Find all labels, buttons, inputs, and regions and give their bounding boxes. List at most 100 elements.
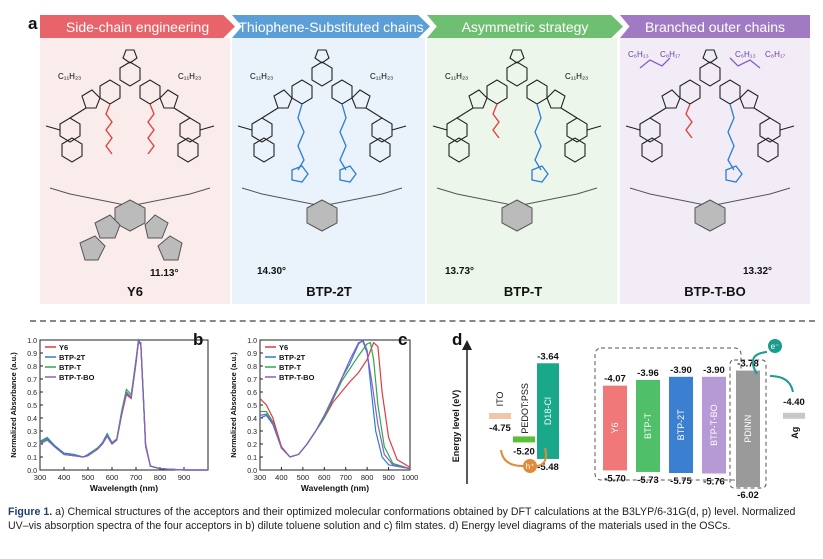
electron-label: e⁻ — [771, 342, 780, 351]
hole-label: h⁺ — [526, 462, 535, 471]
pdinn-group-box — [729, 359, 767, 489]
x-tick-label: 400 — [275, 473, 288, 482]
y-tick-label: 0.2 — [247, 442, 257, 449]
homo-label-ito: -4.75 — [489, 423, 511, 434]
homo-label-btp-t: -5.73 — [637, 475, 659, 486]
x-tick-label: 800 — [361, 473, 374, 482]
banner-thiophene: Thiophene-Substituted chains — [232, 15, 430, 38]
energy-bar-y6 — [603, 385, 627, 471]
homo-label-pdinn: -6.02 — [737, 490, 759, 501]
energy-bar-ito — [489, 413, 511, 419]
lumo-label-btp-t: -3.96 — [637, 368, 659, 379]
homo-label-ag: -4.40 — [783, 397, 805, 408]
energy-bar-pedot-pss — [513, 436, 535, 443]
panel-b-letter: b — [193, 330, 204, 349]
chain-label-btptbo-right: C₆H₁₃ — [735, 50, 756, 59]
y-tick-label: 0.3 — [247, 429, 257, 436]
material-name-btp-t-bo: BTP-T-BO — [709, 404, 719, 446]
y-tick-label: 0.7 — [247, 377, 257, 384]
y-tick-label: 0.1 — [247, 455, 257, 462]
column-btp-t-bo — [620, 38, 810, 304]
x-tick-label: 700 — [339, 473, 352, 482]
chain-label-y6-right: C₁₁H₂₃ — [178, 72, 202, 81]
hole-circle — [523, 459, 537, 473]
y-tick-label: 0.0 — [27, 468, 37, 475]
legend-label: Y6 — [59, 343, 68, 352]
y-tick-label: 0.2 — [27, 442, 37, 449]
legend-label: BTP-2T — [279, 353, 306, 362]
legend-label: BTP-T — [59, 363, 81, 372]
panel-d-letter: d — [452, 330, 463, 349]
banner-branched: Branched outer chains — [620, 15, 810, 38]
y-tick-label: 0.0 — [247, 468, 257, 475]
homo-label-d18-cl: -5.48 — [537, 462, 559, 473]
y-tick-label: 1.0 — [27, 338, 37, 345]
banner-asymmetric: Asymmetric strategy — [427, 15, 623, 38]
x-tick-label: 300 — [254, 473, 267, 482]
legend-label: BTP-T — [279, 363, 301, 372]
molecule-name-btp-2t: BTP-2T — [306, 284, 352, 299]
homo-label-btp-2t: -5.75 — [670, 476, 692, 487]
x-tick-label: 600 — [318, 473, 331, 482]
column-btp-t — [427, 38, 617, 304]
y-tick-label: 0.4 — [247, 416, 257, 423]
x-tick-label: 500 — [82, 473, 95, 482]
molecule-name-y6: Y6 — [127, 284, 143, 299]
figure-caption: Figure 1. a) Chemical structures of the … — [8, 505, 818, 533]
material-name-pdinn: PDINN — [743, 415, 753, 443]
y-tick-label: 0.3 — [27, 429, 37, 436]
y-tick-label: 0.8 — [27, 364, 37, 371]
panel-c-letter: c — [398, 330, 408, 349]
chart-d-energy-levels: Energy level (eV)-3.64-5.48D18-Cl-4.07-5… — [451, 339, 805, 501]
material-name-ito: ITO — [495, 392, 505, 407]
material-name-ag: Ag — [790, 427, 800, 439]
chain-label-btp2t-right: C₁₁H₂₃ — [370, 72, 394, 81]
electron-circle — [768, 339, 782, 353]
electron-arrow — [751, 351, 768, 375]
chain-label-btptbo-left: C₆H₁₃ — [628, 50, 649, 59]
y-tick-label: 0.6 — [27, 390, 37, 397]
y-tick-label: 0.5 — [27, 403, 37, 410]
homo-label-y6: -5.70 — [604, 473, 626, 484]
energy-bar-btp-t-bo — [702, 376, 726, 474]
y-tick-label: 0.5 — [247, 403, 257, 410]
lumo-label-btp-t-bo: -3.90 — [703, 365, 725, 376]
molecule-name-btp-t-bo: BTP-T-BO — [684, 284, 746, 299]
caption-text: a) Chemical structures of the acceptors … — [8, 506, 796, 532]
y-tick-label: 0.4 — [27, 416, 37, 423]
y-tick-label: 0.6 — [247, 390, 257, 397]
y-tick-label: 1.0 — [247, 338, 257, 345]
y-axis-label: Normalized Absorbance (a.u.) — [229, 352, 238, 458]
y-tick-label: 0.8 — [247, 364, 257, 371]
electron-arrow-ag — [769, 375, 794, 393]
chain-label-btp2t-left: C₁₁H₂₃ — [250, 72, 274, 81]
material-name-btp-t: BTP-T — [643, 412, 653, 439]
legend-label: BTP-2T — [59, 353, 86, 362]
angle-btp-t-bo: 13.32° — [743, 266, 773, 277]
series-line-y6 — [259, 341, 411, 468]
legend-label: Y6 — [279, 343, 288, 352]
chain-label-y6-left: C₁₁H₂₃ — [58, 72, 82, 81]
x-tick-label: 600 — [106, 473, 119, 482]
lumo-label-y6: -4.07 — [604, 374, 626, 385]
y-tick-label: 0.9 — [247, 351, 257, 358]
panel-a-letter: a — [28, 14, 38, 33]
separator-dashed — [30, 320, 815, 322]
molecule-name-btp-t: BTP-T — [503, 284, 543, 299]
energy-bar-d18-cl — [537, 363, 559, 459]
chain-label-btptbo-right2: C₈H₁₇ — [765, 50, 786, 59]
energy-bar-btp-t — [636, 379, 660, 472]
series-line-btp-t-bo — [259, 340, 411, 470]
energy-bar-pdinn — [736, 370, 760, 488]
chain-label-btpt-right: C₁₁H₂₃ — [565, 72, 589, 81]
lumo-label-d18-cl: -3.64 — [537, 351, 559, 362]
legend-label: BTP-T-BO — [59, 373, 95, 382]
banner-side-chain: Side-chain engineering — [40, 15, 235, 38]
x-tick-label: 300 — [34, 473, 47, 482]
material-name-d18-cl: D18-Cl — [543, 397, 553, 425]
angle-btp-2t: 14.30° — [257, 266, 287, 277]
energy-axis-arrow — [462, 340, 472, 350]
hole-arrow-d18 — [536, 447, 547, 467]
